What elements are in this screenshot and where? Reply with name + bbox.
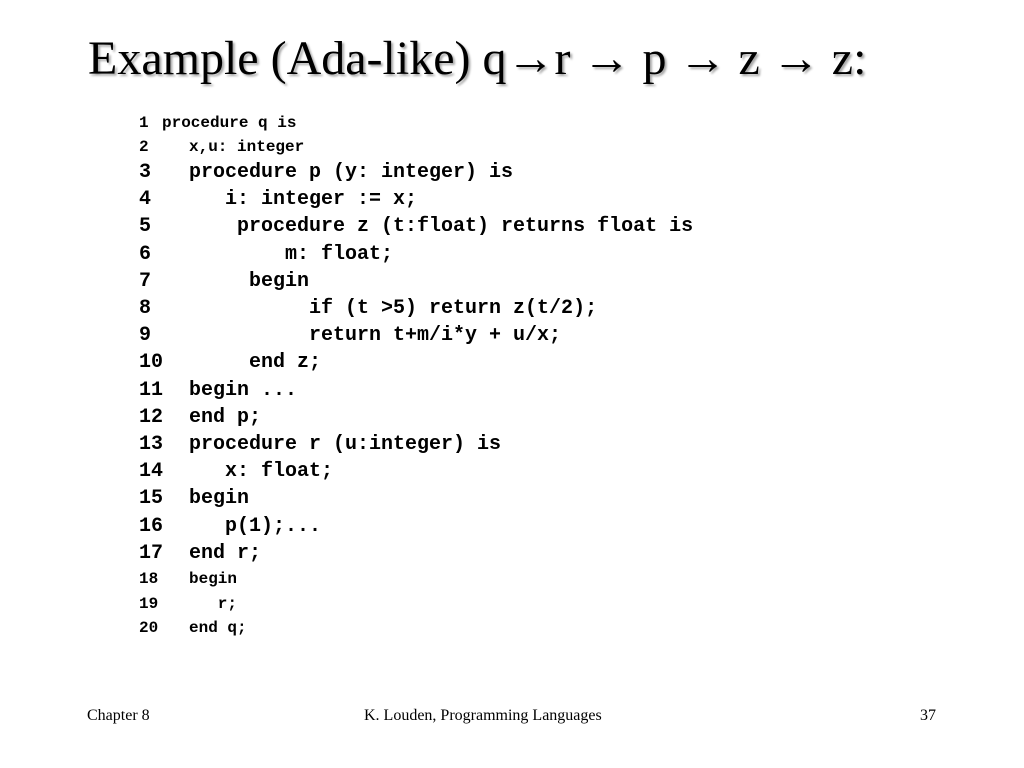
code-text: if (t >5) return z(t/2);	[189, 297, 598, 321]
line-number: 2	[139, 138, 149, 156]
code-line: 18 begin	[139, 567, 693, 592]
code-line: 15 begin	[139, 485, 693, 512]
line-number: 12	[139, 405, 164, 429]
line-number: 14	[139, 460, 164, 484]
code-text: x: float;	[189, 460, 334, 484]
line-number: 11	[139, 378, 164, 402]
code-listing: 1 procedure q is 2 x,u: integer 3 procedure…	[139, 111, 693, 640]
code-line: 6 m: float;	[139, 241, 693, 268]
line-number: 17	[139, 541, 164, 565]
code-line: 9 return t+m/i*y + u/x;	[139, 322, 693, 349]
code-text: end r;	[189, 541, 262, 565]
code-text: procedure p (y: integer) is	[189, 161, 514, 185]
code-line: 14 x: float;	[139, 458, 693, 485]
code-text: end z;	[189, 351, 322, 375]
code-text: m: float;	[189, 242, 394, 266]
code-text: begin	[189, 570, 238, 589]
line-number: 4	[139, 188, 152, 212]
line-number: 19	[139, 594, 159, 613]
line-number: 5	[139, 215, 152, 239]
line-number: 9	[139, 324, 152, 348]
slide-title: Example (Ada-like) q→r → p → z → z:	[88, 32, 867, 85]
code-line: 2 x,u: integer	[139, 135, 693, 159]
code-line: 17 end r;	[139, 540, 693, 567]
code-text: return t+m/i*y + u/x;	[189, 324, 562, 348]
code-line: 1 procedure q is	[139, 111, 693, 135]
code-line: 19 r;	[139, 591, 693, 616]
code-line: 10 end z;	[139, 349, 693, 376]
footer-chapter: Chapter 8	[87, 707, 150, 724]
code-text: procedure q is	[162, 114, 297, 132]
code-text: end p;	[189, 405, 262, 429]
code-line: 5 procedure z (t:float) returns float is	[139, 213, 693, 240]
code-text: begin	[189, 269, 310, 293]
line-number: 20	[139, 619, 159, 638]
line-number: 13	[139, 432, 164, 456]
code-line: 20 end q;	[139, 616, 693, 641]
line-number: 15	[139, 487, 164, 511]
code-text: p(1);...	[189, 514, 322, 538]
code-text: procedure r (u:integer) is	[189, 432, 502, 456]
footer-source: K. Louden, Programming Languages	[364, 707, 602, 724]
line-number: 18	[139, 570, 159, 589]
line-number: 8	[139, 297, 152, 321]
code-text: procedure z (t:float) returns float is	[189, 215, 694, 239]
code-text: r;	[189, 594, 238, 613]
code-line: 4 i: integer := x;	[139, 186, 693, 213]
line-number: 6	[139, 242, 152, 266]
line-number: 16	[139, 514, 164, 538]
line-number: 1	[139, 114, 149, 132]
code-line: 3 procedure p (y: integer) is	[139, 159, 693, 186]
code-text: begin	[189, 487, 250, 511]
code-line: 16 p(1);...	[139, 512, 693, 539]
code-line: 8 if (t >5) return z(t/2);	[139, 295, 693, 322]
code-text: x,u: integer	[189, 138, 305, 156]
line-number: 7	[139, 269, 152, 293]
footer-page-number: 37	[920, 707, 936, 724]
code-text: i: integer := x;	[189, 188, 418, 212]
line-number: 10	[139, 351, 164, 375]
code-line: 12 end p;	[139, 404, 693, 431]
code-text: begin ...	[189, 378, 298, 402]
code-line: 11 begin ...	[139, 377, 693, 404]
code-text: end q;	[189, 619, 247, 638]
code-line: 13 procedure r (u:integer) is	[139, 431, 693, 458]
line-number: 3	[139, 161, 152, 185]
slide-footer: Chapter 8 K. Louden, Programming Languag…	[0, 707, 1024, 731]
code-line: 7 begin	[139, 268, 693, 295]
